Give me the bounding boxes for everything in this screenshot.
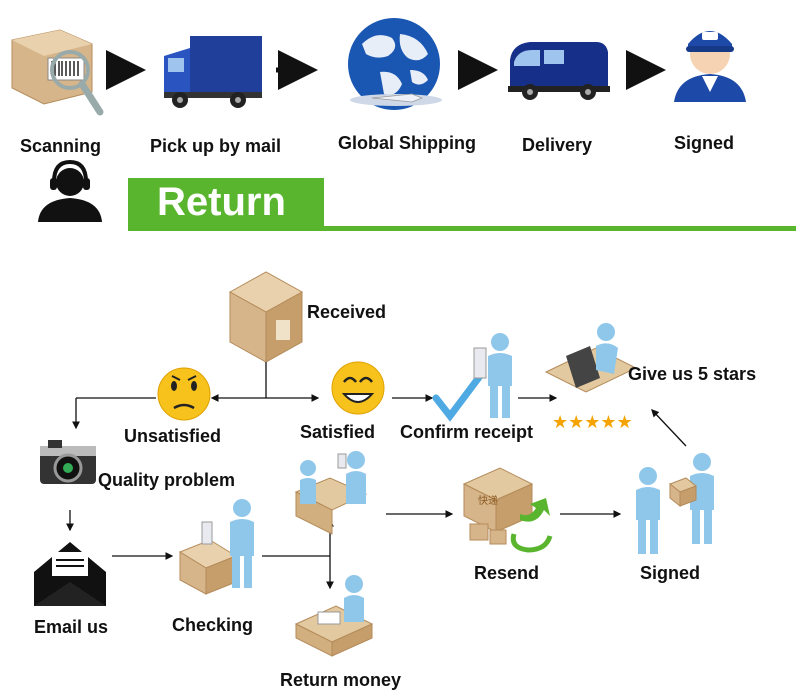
- checking-person-icon: [178, 499, 254, 595]
- label-email-us: Email us: [34, 617, 109, 637]
- return-money-person-icon: [294, 575, 374, 657]
- courier-icon: [674, 31, 746, 102]
- step-label-signed: Signed: [674, 133, 735, 153]
- resend-boxes-icon: [462, 467, 553, 553]
- step-label-scanning: Scanning: [20, 136, 102, 156]
- five-stars: ★★★★★: [552, 412, 633, 433]
- received-box-icon: [228, 271, 304, 363]
- van-icon: [508, 42, 610, 100]
- globe-plane-icon: [348, 18, 442, 110]
- step-label-delivery: Delivery: [522, 135, 593, 155]
- label-give-stars: Give us 5 stars: [628, 364, 757, 384]
- headset-agent-icon: [38, 160, 102, 222]
- signed-persons-icon: [636, 453, 714, 554]
- label-resend: Resend: [474, 563, 540, 583]
- quality-check-workers-icon: [294, 451, 368, 535]
- label-confirm-receipt: Confirm receipt: [400, 422, 534, 442]
- label-signed: Signed: [640, 563, 701, 583]
- label-checking: Checking: [172, 615, 254, 635]
- resend-box-text: 快递: [478, 494, 498, 507]
- camera-icon: [40, 440, 96, 484]
- confirm-receipt-person-icon: [432, 333, 512, 422]
- unsatisfied-face-icon: [157, 367, 211, 421]
- label-satisfied: Satisfied: [300, 422, 376, 442]
- label-unsatisfied: Unsatisfied: [124, 426, 222, 446]
- label-quality-problem: Quality problem: [98, 470, 236, 490]
- top-flow-graphics: [11, 18, 746, 116]
- barcode-box-icon: [11, 29, 104, 116]
- satisfied-face-icon: [331, 361, 385, 415]
- banner-background: [128, 178, 324, 230]
- laptop-person-icon: [544, 323, 638, 393]
- truck-icon: [164, 36, 262, 108]
- banner-title: Return: [157, 180, 286, 224]
- step-label-global-shipping: Global Shipping: [338, 133, 476, 153]
- label-received: Received: [307, 302, 387, 322]
- email-envelope-icon: [34, 542, 106, 606]
- label-return-money: Return money: [280, 670, 402, 690]
- step-label-pick-up: Pick up by mail: [150, 136, 282, 156]
- banner-underline: [128, 226, 796, 231]
